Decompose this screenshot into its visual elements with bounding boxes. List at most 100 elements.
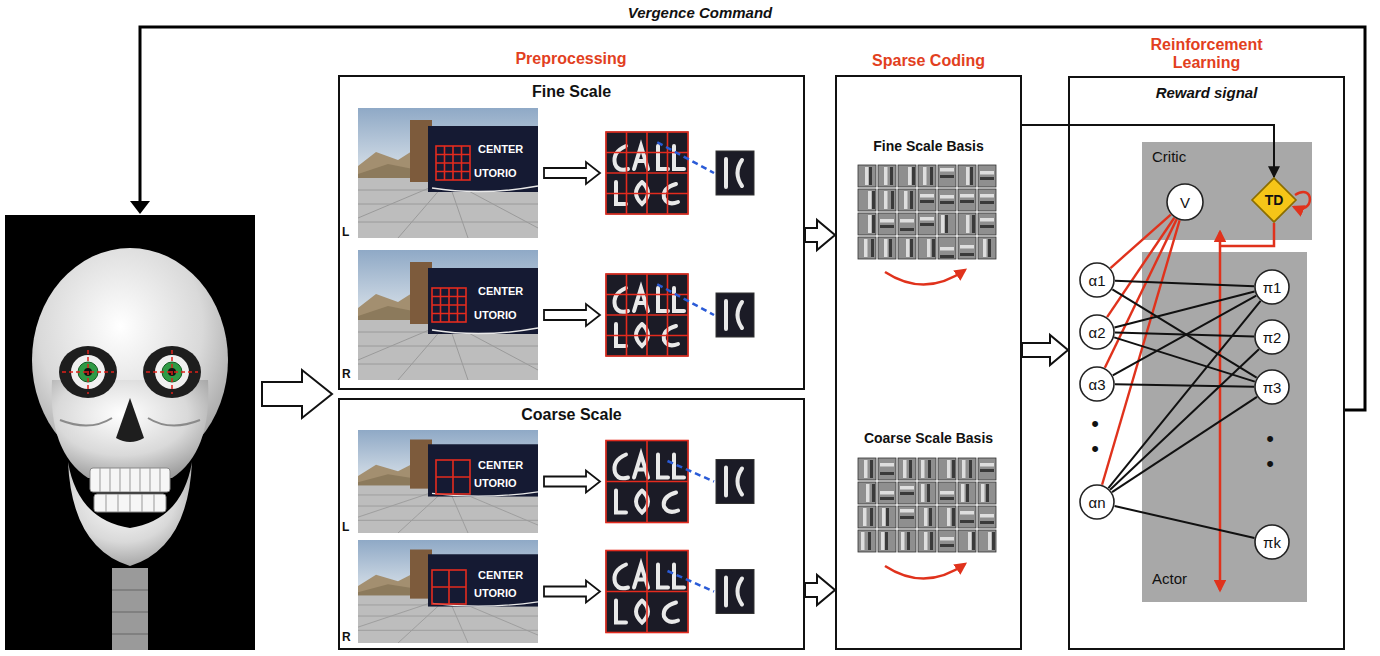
basis-patch [918,458,936,480]
feature-circle: α2 [1079,314,1115,350]
text-holder: L [342,222,349,240]
zoomed-patch [658,565,668,588]
zoomed-patch [606,132,688,214]
extracted-patch [726,301,742,329]
extracted-patch [716,460,754,504]
basis-patch [938,213,956,235]
basis-patch [968,532,972,550]
policy-weight-line [1113,296,1257,376]
basis-patch [898,237,916,259]
basis-patch [906,239,910,257]
block-arrow [805,220,835,250]
basis-patch [940,255,954,258]
dashed-leader [668,571,715,592]
basis-patch [868,532,871,550]
basis-patch [992,532,995,550]
node-symbol: αn [1088,494,1105,511]
basis-patch [938,237,956,259]
basis-patch [938,165,956,187]
basis-patch [932,239,935,257]
basis-patch [969,460,972,478]
basis-patch [958,165,976,187]
basis-patch [878,237,896,259]
basis-patch [980,218,994,222]
patch-grid [432,304,466,306]
dashed-leader [668,461,715,482]
patch-grid [436,146,470,180]
zoom-arrow [544,304,600,326]
basis-patch [878,189,896,211]
basis-patch [980,514,994,518]
policy-circle: π1 [1254,269,1290,305]
node-symbol: α2 [1088,324,1105,341]
scene-image [358,540,538,643]
reward-connector [1022,125,1274,177]
eye-label: L [342,225,349,239]
basis-patch [938,458,956,480]
basis-patch [978,506,996,528]
basis-patch [886,508,889,526]
policy-weight-line [1114,337,1255,381]
basis-patch [930,532,933,550]
basis-title: Coarse Scale Basis [864,430,993,446]
zoomed-patch [616,491,626,513]
basis-patch [918,237,936,259]
text-holder: CENTER [478,565,523,583]
basis-patch [958,458,976,480]
basis-patch [938,213,956,235]
policy-circle: π2 [1254,319,1290,355]
zoomed-patch [616,601,626,623]
basis-patch [928,460,931,478]
basis-patch [938,165,956,187]
basis-patch [898,189,916,211]
extracted-patch [716,570,754,614]
basis-patch [978,189,996,211]
basis-patch [958,530,976,552]
basis-patch [880,491,894,495]
eye-label: L [342,520,349,534]
node-symbol: π1 [1263,279,1282,296]
basis-patch [898,506,916,528]
basis-patch [918,189,936,211]
basis-patch [858,165,876,187]
text-holder: α1 [1079,262,1115,298]
basis-patch [884,167,888,185]
patch-grid [436,460,470,494]
basis-patch [958,506,976,528]
basis-patch [930,167,933,185]
zoomed-patch [674,288,684,311]
zoomed-patch [634,288,648,311]
ellipsis-dot: • [1266,451,1274,476]
text-holder: Reinforcement Learning [1132,36,1282,72]
zoomed-patch [634,146,648,169]
basis-patch [898,458,916,480]
basis-patch [947,460,951,478]
extracted-patch [726,468,742,496]
basis-patch [858,189,876,211]
basis-patch [940,247,954,251]
extracted-patch [726,159,742,187]
basis-patch [868,215,872,233]
eye-label: R [342,367,351,381]
patch-grid [606,274,688,356]
text-holder: π3 [1254,369,1290,405]
basis-patch [903,460,907,478]
basis-patch [865,167,869,185]
basis-patch [898,482,916,504]
basis-patch [878,237,896,259]
zoomed-patch [606,441,688,523]
text-holder: Fine Scale [300,83,843,101]
basis-patch [980,521,994,524]
basis-patch [958,189,976,211]
patch-grid [667,132,669,214]
basis-patch [890,167,893,185]
basis-patch [978,458,996,480]
text-holder: αn [1079,484,1115,520]
basis-patch [900,486,914,490]
basis-patch [918,458,936,480]
feature-circle: αn [1079,484,1115,520]
basis-patch [940,497,954,500]
basis-patch [958,189,976,211]
basis-patch [878,189,896,211]
zoom-arrow [544,581,600,603]
